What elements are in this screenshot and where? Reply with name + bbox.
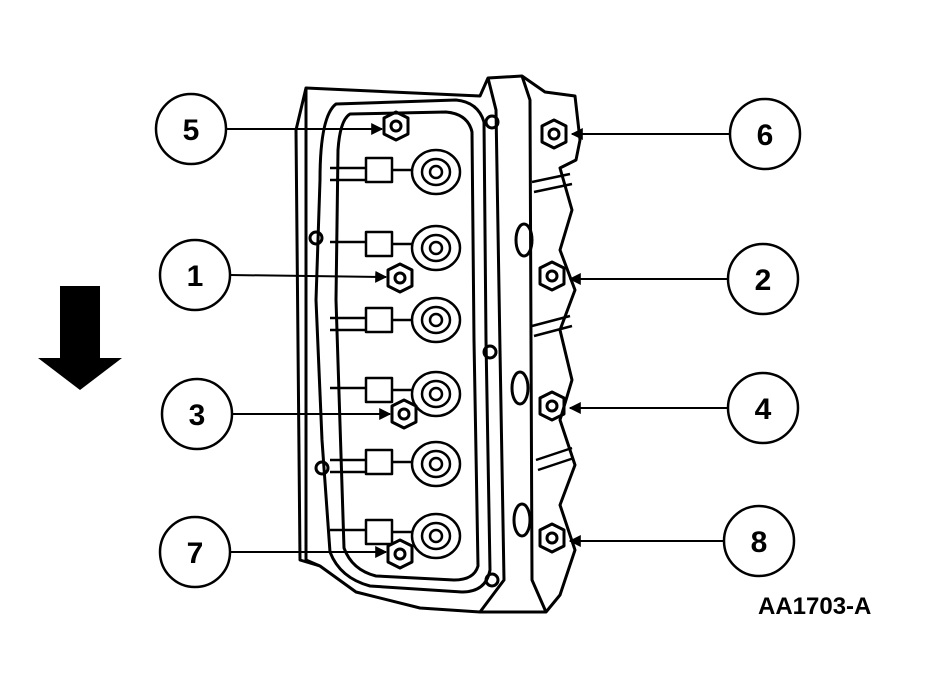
leader-lines: [226, 123, 730, 558]
callout-circle: [722, 504, 796, 578]
callout-4: 4: [726, 371, 800, 445]
callout-label: 2: [755, 264, 772, 297]
arrow-down-icon: [38, 286, 122, 390]
callout-7: 7: [158, 515, 232, 589]
callout-label: 8: [751, 526, 768, 559]
callout-label: 3: [189, 399, 206, 432]
callout-circle: [160, 377, 234, 451]
callout-circle: [726, 371, 800, 445]
figure-id: AA1703-A: [758, 593, 871, 620]
callout-1: 1: [158, 238, 232, 312]
callout-8: 8: [722, 504, 796, 578]
callout-circle: [158, 238, 232, 312]
callout-circle: [728, 97, 802, 171]
callout-label: 5: [183, 114, 200, 147]
callout-6: 6: [728, 97, 802, 171]
callout-5: 5: [154, 92, 228, 166]
leader-1: [229, 270, 388, 283]
callout-label: 7: [187, 537, 204, 570]
callout-label: 4: [755, 393, 772, 426]
callout-circle: [154, 92, 228, 166]
callout-circle: [726, 242, 800, 316]
callout-circle: [158, 515, 232, 589]
callout-label: 1: [187, 260, 204, 293]
cylinder-head-icon: [294, 74, 582, 614]
callout-2: 2: [726, 242, 800, 316]
callout-3: 3: [160, 377, 234, 451]
callout-label: 6: [757, 119, 774, 152]
